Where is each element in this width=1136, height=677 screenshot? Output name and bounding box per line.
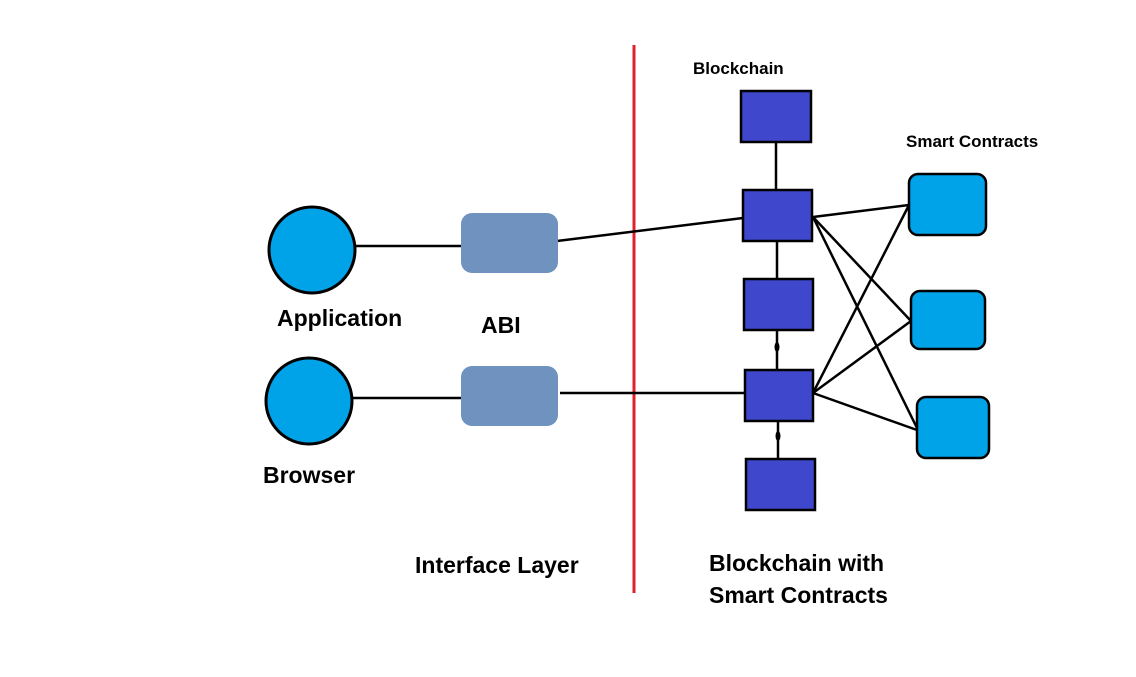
chain-knot-1 (774, 342, 780, 352)
block-5 (744, 457, 817, 512)
smart-contract-1 (907, 172, 988, 237)
interface-layer-label: Interface Layer (415, 552, 579, 578)
connectors (352, 142, 919, 459)
blockchain-with-label-line2: Smart Contracts (709, 582, 888, 608)
application-node (267, 205, 357, 295)
smart-contract-2 (909, 289, 987, 351)
edge-block2-contract3 (811, 216, 919, 429)
abi-box-bottom (461, 366, 558, 426)
smart-contracts-label: Smart Contracts (906, 132, 1038, 151)
application-label: Application (277, 305, 402, 331)
browser-node (264, 356, 354, 446)
edge-block4-contract2 (812, 319, 912, 395)
smart-contract-3 (915, 395, 991, 460)
block-3 (742, 277, 815, 332)
blockchain-with-label-line1: Blockchain with (709, 550, 884, 576)
block-4 (743, 368, 815, 423)
block-1 (739, 89, 813, 144)
edge-block4-contract1 (811, 204, 911, 394)
edge-block4-contract3 (812, 391, 918, 432)
edge-block2-contract1 (812, 203, 910, 219)
edge-block2-contract2 (812, 216, 912, 322)
abi-box-top (461, 213, 558, 273)
abi-label: ABI (481, 312, 521, 338)
edge-abi-block-2 (556, 216, 744, 243)
blockchain-label: Blockchain (693, 59, 784, 78)
chain-knot-2 (775, 431, 781, 441)
browser-label: Browser (263, 462, 355, 488)
block-2 (741, 188, 814, 243)
